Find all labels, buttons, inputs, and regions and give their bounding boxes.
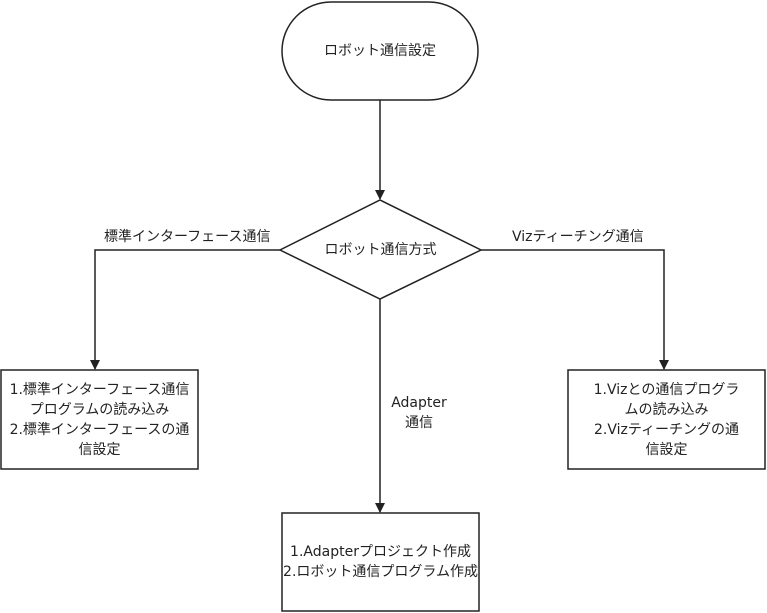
viz-text: 1.Vizとの通信プログラ ムの読み込み 2.Vizティーチングの通 信設定 xyxy=(568,370,765,469)
edge-label-standard: 標準インターフェース通信 xyxy=(104,227,271,247)
text-line: 信設定 xyxy=(645,441,688,458)
arrow-to-viz xyxy=(481,249,669,370)
arrow-to-standard xyxy=(90,249,280,370)
edge-label-adapter: Adapter 通信 xyxy=(384,392,454,434)
decision-label: ロボット通信方式 xyxy=(280,200,481,299)
start-text: ロボット通信設定 xyxy=(324,43,436,59)
text-line: 2.標準インターフェースの通 xyxy=(9,421,190,438)
decision-text: ロボット通信方式 xyxy=(324,241,437,258)
start-label: ロボット通信設定 xyxy=(282,2,478,100)
standard-text: 1.標準インターフェース通信 プログラムの読み込み 2.標準インターフェースの通… xyxy=(1,370,198,469)
text-line: 信設定 xyxy=(78,441,121,458)
text-line: 1.標準インターフェース通信 xyxy=(9,381,190,398)
text-line: 通信 xyxy=(405,415,433,431)
adapter-box xyxy=(281,512,480,612)
text-line: Adapter xyxy=(391,395,447,411)
adapter-text: 1.Adapterプロジェクト作成 2.ロボット通信プログラム作成 xyxy=(282,513,479,611)
viz-box xyxy=(567,369,766,470)
text-line: ムの読み込み xyxy=(624,401,709,418)
text-line: 2.Vizティーチングの通 xyxy=(593,421,740,438)
text-line: 1.Vizとの通信プログラ xyxy=(593,381,740,398)
text-line: プログラムの読み込み xyxy=(29,401,170,418)
text-line: 1.Adapterプロジェクト作成 xyxy=(290,544,471,560)
edge-label-viz: Vizティーチング通信 xyxy=(512,227,644,247)
text-line: 2.ロボット通信プログラム作成 xyxy=(283,564,478,580)
standard-box xyxy=(0,369,199,470)
